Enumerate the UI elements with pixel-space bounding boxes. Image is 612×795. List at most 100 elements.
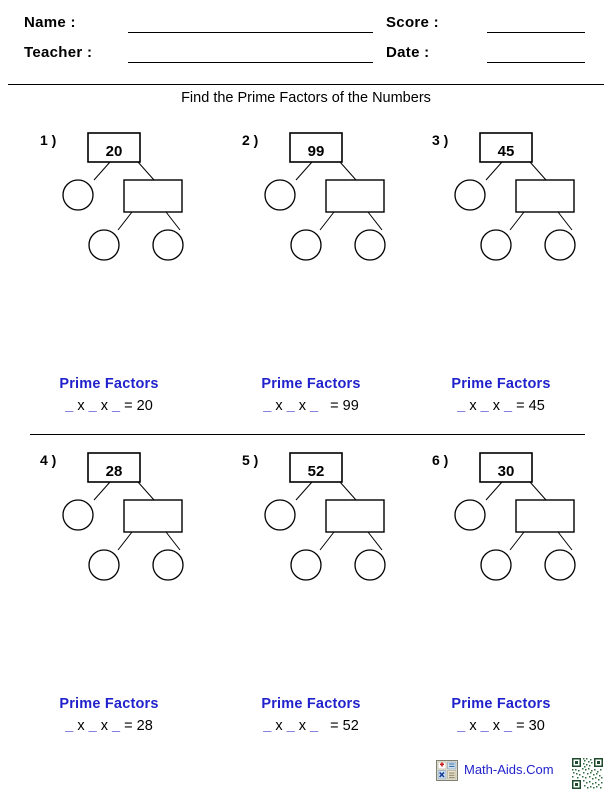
answer-block: Prime Factors _ x _ x _ = 20	[14, 376, 204, 414]
times-symbol-2: x	[298, 398, 306, 414]
factor-blank-2[interactable]: _	[480, 398, 489, 414]
answer-block: Prime Factors _ x _ x _ = 52	[216, 696, 406, 734]
header-divider	[8, 84, 604, 85]
equals-symbol: =	[330, 718, 339, 734]
factor-tree: 52	[216, 446, 406, 591]
product-value: 28	[136, 718, 153, 734]
factor-blank-1[interactable]: _	[263, 398, 272, 414]
times-symbol-2: x	[100, 718, 108, 734]
answer-block: Prime Factors _ x _ x _ = 99	[216, 376, 406, 414]
times-symbol-2: x	[492, 398, 500, 414]
factor-blank-3[interactable]: _	[112, 718, 121, 734]
times-symbol-2: x	[100, 398, 108, 414]
prime-factors-heading: Prime Factors	[59, 696, 159, 712]
problem-number: 1 )	[40, 132, 57, 148]
factor-blank-3[interactable]: _	[504, 398, 513, 414]
factor-tree-root-value: 45	[497, 143, 515, 160]
factor-blank-1[interactable]: _	[457, 398, 466, 414]
product-value: 52	[342, 718, 359, 734]
answer-block: Prime Factors _ x _ x _ = 45	[406, 376, 596, 414]
prime-factors-equation[interactable]: _ x _ x _ = 52	[216, 718, 406, 734]
problem-number: 2 )	[242, 132, 259, 148]
answer-block: Prime Factors _ x _ x _ = 30	[406, 696, 596, 734]
factor-blank-1[interactable]: _	[65, 398, 74, 414]
factor-blank-3[interactable]: _	[504, 718, 513, 734]
prime-factors-equation[interactable]: _ x _ x _ = 20	[14, 398, 204, 414]
times-symbol-1: x	[77, 398, 85, 414]
prime-factors-heading: Prime Factors	[261, 696, 361, 712]
teacher-label: Teacher :	[24, 44, 93, 61]
row-divider	[30, 434, 585, 435]
factor-tree: 30	[406, 446, 596, 591]
factor-blank-1[interactable]: _	[263, 718, 272, 734]
worksheet-header: Name : Teacher : Score : Date :	[0, 0, 612, 84]
factor-tree-root-value: 20	[105, 143, 123, 160]
factor-tree-root-value: 28	[105, 463, 123, 480]
equals-symbol: =	[124, 718, 133, 734]
name-input-line[interactable]	[128, 32, 373, 33]
times-symbol-1: x	[77, 718, 85, 734]
score-input-line[interactable]	[487, 32, 585, 33]
factor-blank-2[interactable]: _	[88, 718, 97, 734]
factor-blank-3[interactable]: _	[310, 718, 319, 734]
site-name[interactable]: Math-Aids.Com	[464, 762, 554, 777]
name-label: Name :	[24, 14, 76, 31]
factor-tree-root-value: 30	[497, 463, 515, 480]
problem-number: 4 )	[40, 452, 57, 468]
factor-tree-root-value: 52	[307, 463, 325, 480]
factor-blank-1[interactable]: _	[457, 718, 466, 734]
prime-factors-heading: Prime Factors	[59, 376, 159, 392]
equals-symbol: =	[330, 398, 339, 414]
problem-number: 3 )	[432, 132, 449, 148]
prime-factors-equation[interactable]: _ x _ x _ = 28	[14, 718, 204, 734]
factor-blank-1[interactable]: _	[65, 718, 74, 734]
factor-tree-root-value: 99	[307, 143, 325, 160]
problem-number: 6 )	[432, 452, 449, 468]
date-input-line[interactable]	[487, 62, 585, 63]
answer-block: Prime Factors _ x _ x _ = 28	[14, 696, 204, 734]
times-symbol-1: x	[275, 718, 283, 734]
product-value: 20	[136, 398, 153, 414]
times-symbol-1: x	[469, 718, 477, 734]
factor-blank-2[interactable]: _	[286, 398, 295, 414]
times-symbol-2: x	[492, 718, 500, 734]
factor-tree: 20	[14, 126, 204, 271]
factor-blank-2[interactable]: _	[88, 398, 97, 414]
times-symbol-2: x	[298, 718, 306, 734]
prime-factors-equation[interactable]: _ x _ x _ = 45	[406, 398, 596, 414]
product-value: 45	[528, 398, 545, 414]
product-value: 99	[342, 398, 359, 414]
factor-blank-3[interactable]: _	[112, 398, 121, 414]
equals-symbol: =	[516, 718, 525, 734]
date-label: Date :	[386, 44, 430, 61]
page-title: Find the Prime Factors of the Numbers	[181, 90, 431, 106]
times-symbol-1: x	[275, 398, 283, 414]
factor-tree: 45	[406, 126, 596, 271]
factor-blank-2[interactable]: _	[480, 718, 489, 734]
prime-factors-heading: Prime Factors	[451, 696, 551, 712]
times-symbol-1: x	[469, 398, 477, 414]
factor-blank-3[interactable]: _	[310, 398, 319, 414]
prime-factors-heading: Prime Factors	[261, 376, 361, 392]
factor-tree: 99	[216, 126, 406, 271]
product-value: 30	[528, 718, 545, 734]
factor-tree: 28	[14, 446, 204, 591]
teacher-input-line[interactable]	[128, 62, 373, 63]
factor-blank-2[interactable]: _	[286, 718, 295, 734]
prime-factors-equation[interactable]: _ x _ x _ = 99	[216, 398, 406, 414]
equals-symbol: =	[516, 398, 525, 414]
prime-factors-equation[interactable]: _ x _ x _ = 30	[406, 718, 596, 734]
footer: Math-Aids.Com	[430, 757, 612, 792]
calculator-icon	[436, 760, 458, 781]
equals-symbol: =	[124, 398, 133, 414]
score-label: Score :	[386, 14, 439, 31]
prime-factors-heading: Prime Factors	[451, 376, 551, 392]
qr-code	[571, 757, 604, 790]
problem-number: 5 )	[242, 452, 259, 468]
